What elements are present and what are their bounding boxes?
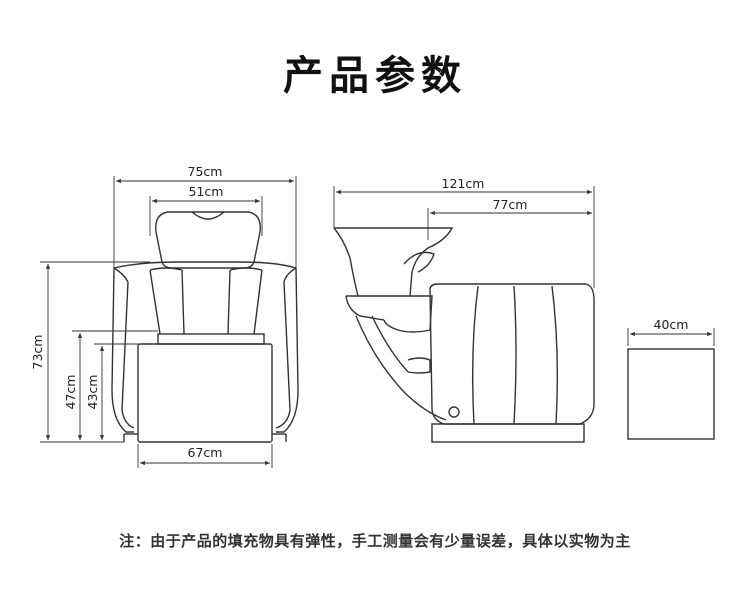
front-view-chair [111, 211, 299, 443]
dim-front-total-height: 73cm [30, 335, 45, 370]
side-view-chair [333, 227, 595, 443]
dim-front-bowl-width: 51cm [189, 184, 224, 199]
front-dimension-lines [40, 176, 297, 468]
dim-side-body-length: 77cm [493, 197, 528, 212]
side-dimension-lines [333, 186, 595, 288]
dim-stool-width: 40cm [654, 317, 689, 332]
measurement-note: 注：由于产品的填充物具有弹性，手工测量会有少量误差，具体以实物为主 [119, 532, 631, 550]
page-title: 产品参数 [283, 53, 467, 99]
stool-dimension-lines [627, 328, 715, 346]
dim-front-base-width: 67cm [188, 445, 223, 460]
dim-front-total-width: 75cm [188, 164, 223, 179]
dim-front-seat-height-outer: 47cm [63, 375, 78, 410]
dim-side-total-length: 121cm [442, 176, 485, 191]
dim-front-seat-height-inner: 43cm [85, 375, 100, 410]
stool-top-view [627, 348, 715, 440]
